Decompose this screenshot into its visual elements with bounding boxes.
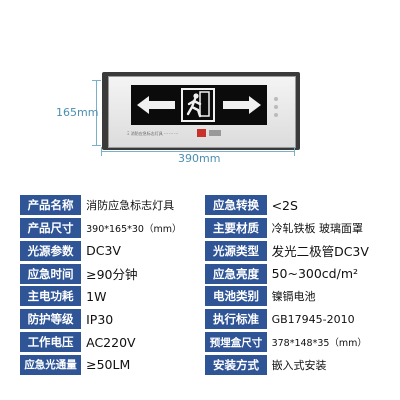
spec-value: 消防应急标志灯具 bbox=[86, 199, 175, 212]
spec-row: 工作电压 AC220V 预埋盒尺寸 378*148*35（mm） bbox=[20, 332, 382, 353]
spec-row: 应急光通量 ≥50LM 安装方式 嵌入式安装 bbox=[20, 354, 382, 375]
spec-value: GB17945-2010 bbox=[271, 312, 355, 326]
height-dimension-line bbox=[92, 80, 101, 146]
product-photo: 165mm Ξ 消防应急标志灯具 ··· ··· ··· bbox=[0, 0, 400, 188]
exit-sign-panel: Ξ 消防应急标志灯具 ··· ··· ··· bbox=[108, 76, 296, 148]
sign-brand-text: Ξ 消防应急标志灯具 ··· ··· ··· bbox=[127, 131, 179, 136]
sign-display bbox=[131, 85, 267, 125]
arrow-right-icon bbox=[223, 96, 261, 114]
spec-value: 嵌入式安装 bbox=[271, 358, 327, 372]
spec-label: 应急转换 bbox=[205, 195, 267, 215]
certification-label-icon bbox=[209, 130, 221, 136]
spec-row: 防护等级 IP30 执行标准 GB17945-2010 bbox=[20, 309, 382, 330]
spec-value: 冷轧铁板 玻璃面罩 bbox=[271, 221, 364, 235]
spec-label: 光源类型 bbox=[205, 240, 267, 261]
spec-label: 应急亮度 bbox=[205, 263, 267, 284]
spec-value: IP30 bbox=[86, 311, 114, 327]
spec-value: 50~300cd/m² bbox=[271, 266, 359, 282]
spec-label: 产品尺寸 bbox=[20, 217, 82, 238]
spec-label: 预埋盒尺寸 bbox=[205, 332, 267, 353]
spec-row: 产品尺寸 390*165*30（mm） 主要材质 冷轧铁板 玻璃面罩 bbox=[20, 217, 382, 238]
spec-label: 执行标准 bbox=[205, 309, 267, 330]
running-man-icon-frame bbox=[181, 88, 215, 122]
indicator-light-icon bbox=[274, 97, 278, 101]
spec-value: ≥90分钟 bbox=[86, 267, 138, 283]
spec-label: 主电功耗 bbox=[20, 286, 82, 307]
arrow-left-icon bbox=[137, 96, 175, 114]
spec-row: 产品名称 消防应急标志灯具 应急转换 <2S bbox=[20, 195, 382, 215]
spec-label: 工作电压 bbox=[20, 332, 82, 353]
spec-label: 应急光通量 bbox=[20, 354, 82, 375]
spec-value: 390*165*30（mm） bbox=[86, 223, 182, 235]
spec-label: 光源参数 bbox=[20, 240, 82, 261]
spec-row: 光源参数 DC3V 光源类型 发光二极管DC3V bbox=[20, 240, 382, 261]
spec-value: 镍镉电池 bbox=[271, 290, 316, 304]
height-dimension-label: 165mm bbox=[56, 106, 99, 119]
indicator-light-icon bbox=[274, 105, 278, 109]
fire-certification-badge-icon bbox=[197, 129, 206, 137]
spec-value: AC220V bbox=[86, 334, 136, 350]
spec-label: 电池类别 bbox=[205, 286, 267, 307]
spec-label: 安装方式 bbox=[205, 354, 267, 375]
spec-value: 发光二极管DC3V bbox=[271, 244, 369, 260]
spec-label: 应急时间 bbox=[20, 263, 82, 284]
running-man-icon bbox=[186, 91, 210, 118]
width-dimension-label: 390mm bbox=[178, 152, 221, 165]
spec-value: ≥50LM bbox=[86, 357, 131, 373]
spec-value: 1W bbox=[86, 288, 107, 304]
spec-value: DC3V bbox=[86, 243, 121, 259]
spec-table: 产品名称 消防应急标志灯具 应急转换 <2S 产品尺寸 390*165*30（m… bbox=[20, 195, 382, 378]
spec-row: 主电功耗 1W 电池类别 镍镉电池 bbox=[20, 286, 382, 307]
indicator-lights bbox=[274, 97, 278, 121]
spec-label: 产品名称 bbox=[20, 195, 82, 215]
spec-value: 378*148*35（mm） bbox=[271, 338, 367, 350]
spec-label: 防护等级 bbox=[20, 309, 82, 330]
spec-value: <2S bbox=[271, 197, 298, 213]
width-dimension-line bbox=[101, 147, 295, 156]
indicator-light-icon bbox=[274, 113, 278, 117]
spec-label: 主要材质 bbox=[205, 217, 267, 238]
spec-row: 应急时间 ≥90分钟 应急亮度 50~300cd/m² bbox=[20, 263, 382, 284]
